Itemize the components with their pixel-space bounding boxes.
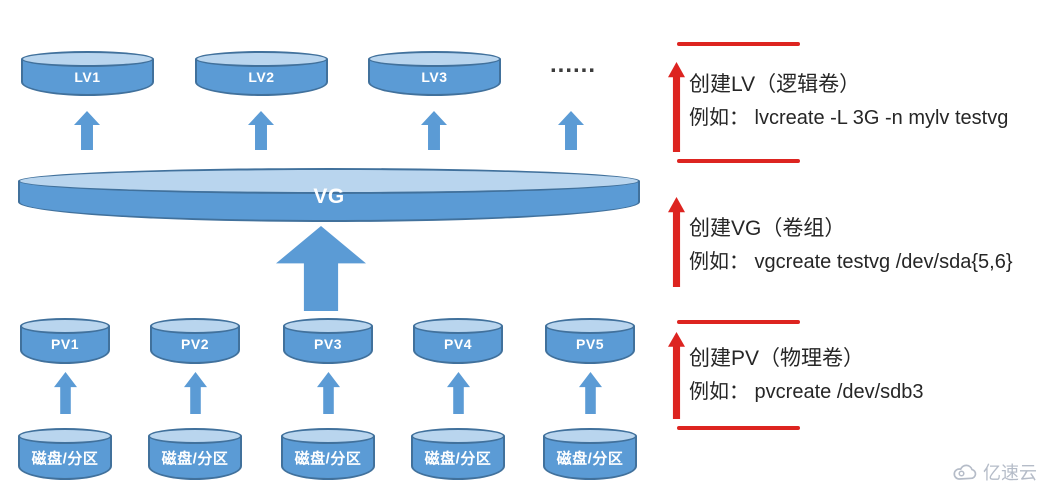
watermark-logo: 亿速云 (952, 459, 1037, 485)
annotation-create-lv: 创建LV（逻辑卷） 例如： lvcreate -L 3G -n mylv tes… (689, 70, 1039, 132)
lv2-label: LV2 (248, 68, 275, 85)
pv4-cylinder: PV4 (413, 318, 503, 364)
up-arrow-icon (184, 372, 207, 414)
cloud-icon (952, 463, 978, 481)
disk5-cylinder: 磁盘/分区 (543, 428, 637, 480)
cylinder-top (150, 318, 240, 334)
cylinder-top (18, 168, 640, 194)
annotation-title: 创建PV（物理卷） (689, 347, 865, 370)
disk5-label: 磁盘/分区 (556, 450, 624, 468)
up-arrow-icon (54, 372, 77, 414)
cylinder-top (18, 428, 112, 444)
vg-cylinder: VG (18, 168, 640, 222)
up-arrow-icon (421, 111, 447, 150)
disk1-cylinder: 磁盘/分区 (18, 428, 112, 480)
more-lv-ellipsis: ...... (549, 51, 596, 78)
red-up-arrow-icon (668, 197, 685, 287)
red-divider-line (677, 320, 800, 324)
up-arrow-icon (579, 372, 602, 414)
annotation-create-vg: 创建VG（卷组） 例如： vgcreate testvg /dev/sda{5,… (689, 214, 1039, 276)
cylinder-top (543, 428, 637, 444)
lv1-label: LV1 (74, 68, 101, 85)
pv3-label: PV3 (314, 336, 342, 353)
cylinder-body (18, 436, 112, 480)
red-up-arrow-icon (668, 62, 685, 152)
up-arrow-icon (74, 111, 100, 150)
pv5-cylinder: PV5 (545, 318, 635, 364)
pv4-label: PV4 (444, 336, 472, 353)
disk4-cylinder: 磁盘/分区 (411, 428, 505, 480)
red-up-arrow-icon (668, 332, 685, 419)
watermark-text: 亿速云 (983, 463, 1037, 483)
cylinder-top (545, 318, 635, 334)
annotation-example: 例如： pvcreate /dev/sdb3 (689, 381, 924, 403)
annotation-example: 例如： lvcreate -L 3G -n mylv testvg (689, 107, 1009, 129)
red-divider-line (677, 159, 800, 163)
cylinder-top (281, 428, 375, 444)
up-arrow-icon (248, 111, 274, 150)
cylinder-top (195, 51, 328, 67)
disk3-cylinder: 磁盘/分区 (281, 428, 375, 480)
cylinder-top (411, 428, 505, 444)
annotation-example: 例如： vgcreate testvg /dev/sda{5,6} (689, 251, 1013, 273)
up-arrow-icon (447, 372, 470, 414)
pv1-label: PV1 (51, 336, 79, 353)
lv3-label: LV3 (421, 68, 448, 85)
disk1-label: 磁盘/分区 (31, 450, 99, 468)
red-divider-line (677, 426, 800, 430)
lv1-cylinder: LV1 (21, 51, 154, 96)
annotation-create-pv: 创建PV（物理卷） 例如： pvcreate /dev/sdb3 (689, 344, 1039, 406)
cylinder-top (148, 428, 242, 444)
pv2-cylinder: PV2 (150, 318, 240, 364)
cylinder-top (20, 318, 110, 334)
up-arrow-icon (317, 372, 340, 414)
cylinder-top (21, 51, 154, 67)
disk4-label: 磁盘/分区 (424, 450, 492, 468)
disk2-label: 磁盘/分区 (161, 450, 229, 468)
pv1-cylinder: PV1 (20, 318, 110, 364)
disk3-label: 磁盘/分区 (294, 450, 362, 468)
cylinder-top (368, 51, 501, 67)
lv3-cylinder: LV3 (368, 51, 501, 96)
cylinder-top (283, 318, 373, 334)
lv2-cylinder: LV2 (195, 51, 328, 96)
vg-label: VG (313, 184, 345, 208)
red-divider-line (677, 42, 800, 46)
disk2-cylinder: 磁盘/分区 (148, 428, 242, 480)
annotation-title: 创建VG（卷组） (689, 217, 846, 240)
cylinder-top (413, 318, 503, 334)
annotation-title: 创建LV（逻辑卷） (689, 73, 861, 96)
pv5-label: PV5 (576, 336, 604, 353)
up-arrow-icon (558, 111, 584, 150)
pv3-cylinder: PV3 (283, 318, 373, 364)
pv2-label: PV2 (181, 336, 209, 353)
big-up-arrow-icon (276, 226, 366, 311)
